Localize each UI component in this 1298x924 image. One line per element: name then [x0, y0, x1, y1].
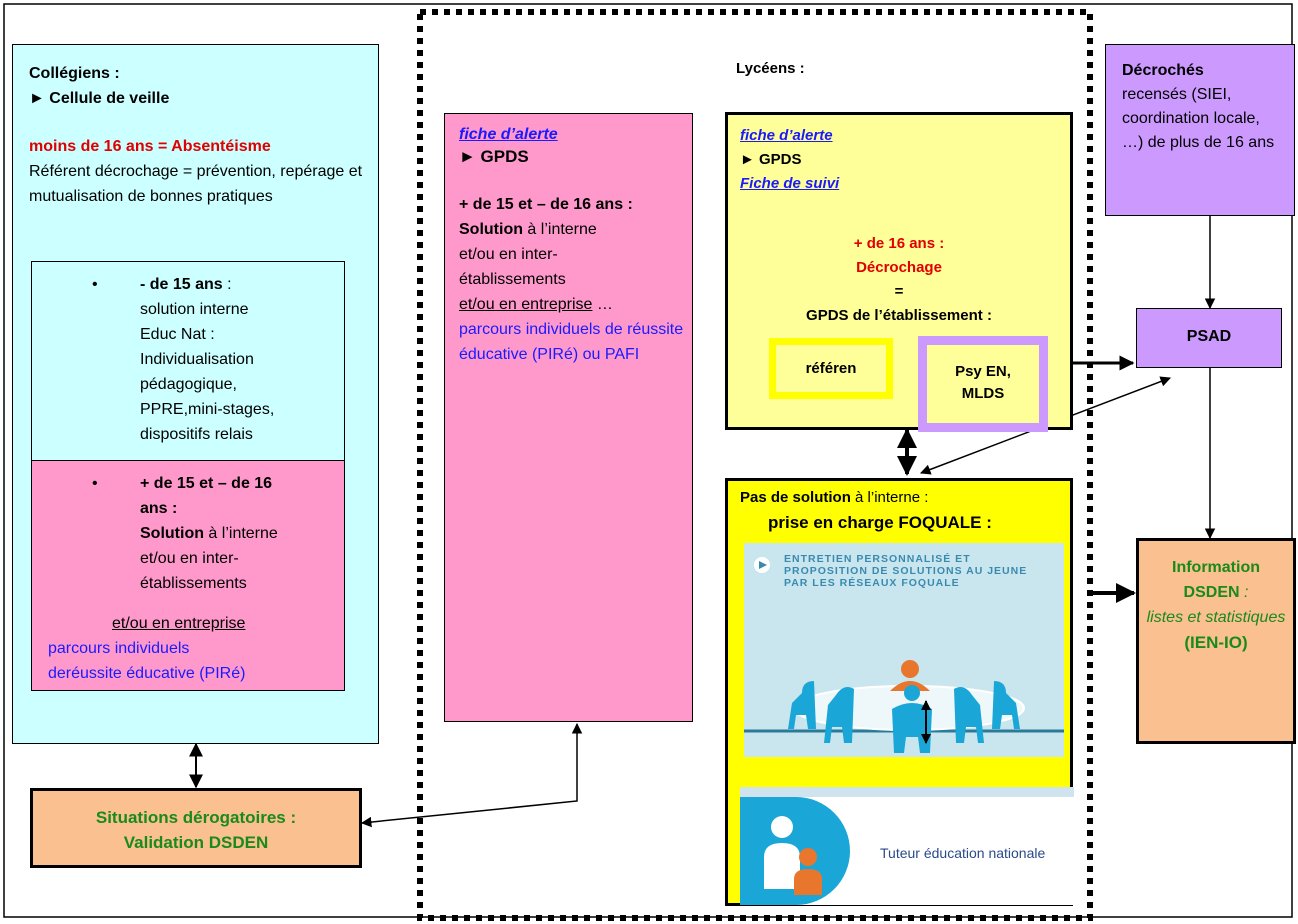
chair-icon	[992, 681, 1020, 729]
info-listes: listes et statistiques	[1146, 609, 1286, 626]
tuteur-people-icon	[764, 816, 822, 895]
pink-box: fiche d’alerte ► GPDS + de 15 et – de 16…	[444, 113, 693, 722]
entretien-illustration: ENTRETIEN PERSONNALISÉ ET PROPOSITION DE…	[744, 543, 1064, 757]
information-box: Information DSDEN : listes et statistiqu…	[1136, 538, 1296, 744]
plus15-solution: Solution	[140, 525, 204, 542]
chair-icon	[954, 687, 984, 743]
yellow-gpds-etab: GPDS de l’établissement :	[806, 307, 992, 324]
plus15-parcours: parcours individuels	[48, 640, 190, 657]
meeting-table-illustration	[744, 557, 1064, 753]
colleges-box: Collégiens : ► Cellule de veille moins d…	[12, 44, 379, 744]
bullet-icon: •	[92, 475, 98, 492]
pink-ellipsis: …	[592, 296, 613, 313]
psy-mlds-box: Psy EN, MLDS	[918, 336, 1048, 432]
prise-en-charge-foquale: prise en charge FOQUALE :	[768, 513, 992, 532]
plus15-solution-rest: à l’interne	[203, 525, 278, 542]
info-ien-io: (IEN-IO)	[1184, 633, 1248, 652]
moins15-head: - de 15 ans	[140, 276, 223, 293]
moins15-line: dispositifs relais	[140, 426, 253, 443]
fiche-suivi-link[interactable]: Fiche de suivi	[740, 175, 840, 192]
moins15-line: Educ Nat :	[140, 326, 215, 343]
information-title: Information	[1172, 559, 1260, 576]
plus15-head1: + de 15 et – de 16	[140, 475, 273, 492]
referent-decrochage: Référent décrochage = prévention, repéra…	[29, 163, 363, 205]
plus15-line: établissements	[140, 575, 247, 592]
yellow-box: fiche d’alerte ► GPDS Fiche de suivi + d…	[725, 112, 1073, 432]
yellow-fiche-alerte-link[interactable]: fiche d’alerte	[740, 127, 833, 144]
lycee-dotted-frame	[417, 9, 1093, 921]
situations-line1: Situations dérogatoires :	[95, 808, 297, 827]
situations-line2: Validation DSDEN	[123, 833, 269, 852]
yellow-decrochage: Décrochage	[856, 259, 942, 276]
decroches-box: Décrochés recensés (SIEI, coordination l…	[1105, 44, 1295, 216]
referent-box: référen	[769, 338, 893, 399]
pink-parcours: parcours individuels de réussite éducati…	[459, 321, 684, 363]
chair-icon	[788, 681, 816, 729]
decroches-text: recensés (SIEI, coordination locale, …) …	[1122, 86, 1275, 151]
pink-fiche-alerte-link[interactable]: fiche d’alerte	[459, 126, 558, 143]
pink-line: et/ou en inter-	[459, 246, 558, 263]
plus15-head2: ans :	[140, 500, 178, 517]
arrow-situations-pink	[360, 722, 583, 828]
referent-label: référen	[805, 360, 857, 377]
pink-line: établissements	[459, 271, 566, 288]
chair-icon	[824, 687, 854, 743]
pas-solution: Pas de solution	[740, 489, 851, 506]
cellule-veille: ► Cellule de veille	[29, 90, 170, 107]
situations-box: Situations dérogatoires : Validation DSD…	[30, 788, 362, 868]
moins15-colon: :	[222, 276, 232, 293]
pink-solution-rest: à l’interne	[522, 221, 597, 238]
moins15-line: solution interne	[140, 301, 249, 318]
moins15-line: pédagogique,	[140, 376, 237, 393]
tuteur-panel: Tuteur éducation nationale	[740, 787, 1074, 905]
pas-solution-rest: à l’interne :	[850, 489, 929, 506]
bullet-icon: •	[92, 276, 98, 293]
psad-label: PSAD	[1186, 328, 1232, 345]
psad-box: PSAD	[1136, 308, 1282, 368]
person-icon	[901, 660, 919, 678]
plus15-entreprise: et/ou en entreprise	[112, 615, 246, 632]
decroches-title: Décrochés	[1122, 62, 1204, 79]
entretien-text: ENTRETIEN PERSONNALISÉ ET PROPOSITION DE…	[784, 553, 1028, 589]
moins15-line: PPRE,mini-stages,	[140, 401, 275, 418]
pink-age: + de 15 et – de 16 ans :	[459, 196, 633, 213]
colleges-title: Collégiens :	[29, 65, 120, 82]
info-dsden: DSDEN	[1183, 584, 1240, 601]
yellow-equals: =	[894, 283, 904, 300]
plus15-reussite: deréussite éducative (PIRé)	[48, 665, 246, 682]
yellow-gpds: ► GPDS	[740, 151, 802, 168]
psy-en-label: Psy EN,	[955, 363, 1011, 380]
lycees-label: Lycéens :	[736, 60, 805, 77]
mlds-label: MLDS	[961, 385, 1005, 402]
moins15-line: Individualisation	[140, 351, 254, 368]
plus15-line: et/ou en inter-	[140, 550, 239, 567]
plus15-box: • + de 15 et – de 16 ans : Solution à l’…	[31, 460, 345, 691]
yellow-age: + de 16 ans :	[853, 235, 945, 252]
pink-entreprise: et/ou en entreprise	[459, 296, 593, 313]
foquale-box: Pas de solution à l’interne : prise en c…	[725, 478, 1074, 906]
moins15-box: • - de 15 ans : solution interne Educ Na…	[31, 261, 345, 461]
pink-gpds: ► GPDS	[459, 147, 529, 166]
person-icon	[904, 685, 920, 701]
info-colon: :	[1239, 584, 1249, 601]
tuteur-label: Tuteur éducation nationale	[880, 845, 1046, 861]
pink-solution: Solution	[459, 221, 523, 238]
moins16-absenteisme: moins de 16 ans = Absentéisme	[29, 138, 271, 155]
